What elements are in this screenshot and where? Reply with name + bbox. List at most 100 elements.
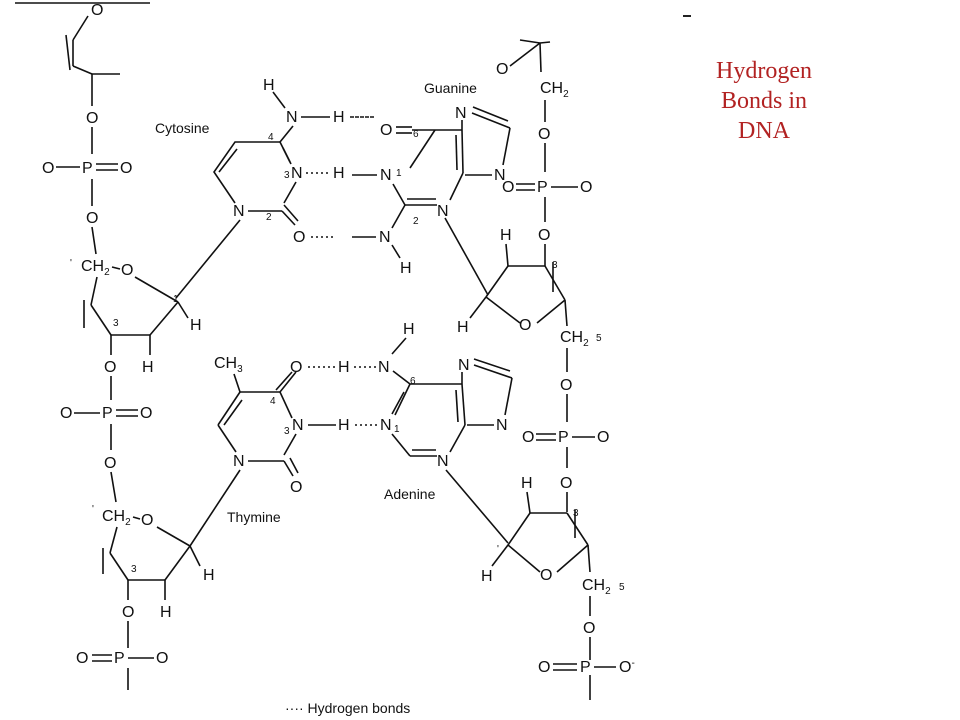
ring-number: 5 <box>619 582 625 593</box>
slide-title: Hydrogen Bonds in DNA <box>664 56 864 146</box>
atom-O: O <box>91 2 103 19</box>
atom-O: O <box>560 475 572 492</box>
ring-number: 1 <box>173 294 179 305</box>
atom-O: O <box>380 122 392 139</box>
cytosine-base: Cytosine H N H 4 3 N H 2 N O <box>155 77 375 299</box>
atom-O: O <box>538 659 550 676</box>
atom-O: O <box>122 604 134 621</box>
atom-N: N <box>233 453 245 470</box>
atom-N: N <box>458 357 470 374</box>
atom-O: O <box>86 210 98 227</box>
atom-O: O <box>583 620 595 637</box>
atom-P: P <box>114 650 125 667</box>
corner-mark <box>683 15 691 17</box>
atom-O: O <box>290 359 302 376</box>
atom-H: H <box>203 567 215 584</box>
atom-N: N <box>379 229 391 246</box>
ring-number: ' <box>92 504 94 515</box>
atom-H: H <box>338 359 350 376</box>
atom-N: N <box>286 109 298 126</box>
atom-H: H <box>403 321 415 338</box>
atom-O: O <box>538 227 550 244</box>
atom-H: H <box>333 109 345 126</box>
atom-N: N <box>380 167 392 184</box>
atom-CH2: CH2 <box>540 80 569 100</box>
atom-CH2: CH2 <box>81 258 110 278</box>
atom-O: O <box>140 405 152 422</box>
atom-P: P <box>580 659 591 676</box>
atom-N: N <box>378 359 390 376</box>
atom-CH2: CH2 <box>102 508 131 528</box>
atom-O: O <box>121 262 133 279</box>
atom-O: O <box>522 429 534 446</box>
atom-O: O <box>86 110 98 127</box>
atom-H: H <box>160 604 172 621</box>
atom-P: P <box>102 405 113 422</box>
atom-O: O <box>502 179 514 196</box>
atom-H: H <box>400 260 412 277</box>
atom-CH2: CH2 <box>560 329 589 349</box>
atom-N: N <box>496 417 508 434</box>
atom-N: N <box>494 167 506 184</box>
atom-O: O <box>580 179 592 196</box>
atom-CH3: CH3 <box>214 355 243 375</box>
atom-N: N <box>437 203 449 220</box>
atom-O: O <box>597 429 609 446</box>
atom-O: O <box>540 567 552 584</box>
ring-number: 3 <box>284 170 290 181</box>
ring-number: 4 <box>268 132 274 143</box>
atom-H: H <box>521 475 533 492</box>
title-line-1: Hydrogen <box>716 58 812 84</box>
atom-N: N <box>233 203 245 220</box>
ring-number: 4 <box>270 396 276 407</box>
atom-O: O <box>538 126 550 143</box>
title-line-3: DNA <box>738 118 790 144</box>
atom-O: O <box>156 650 168 667</box>
guanine-label: Guanine <box>424 80 477 96</box>
atom-O: O <box>104 359 116 376</box>
ring-number: 3 <box>573 508 579 519</box>
ring-number: 6 <box>410 376 416 387</box>
atom-O: O <box>560 377 572 394</box>
atom-O: O <box>60 405 72 422</box>
atom-H: H <box>457 319 469 336</box>
ring-number: 3 <box>552 260 558 271</box>
atom-N: N <box>437 453 449 470</box>
atom-H: H <box>481 568 493 585</box>
ring-number: 3 <box>113 318 119 329</box>
atom-N: N <box>455 105 467 122</box>
atom-O: O <box>519 317 531 334</box>
ring-number: 1 <box>396 168 402 179</box>
hydrogen-bonds-legend: ···· Hydrogen bonds <box>285 700 410 716</box>
atom-O: O <box>141 512 153 529</box>
atom-H: H <box>338 417 350 434</box>
right-backbone: O CH2 O O P O O H 3 <box>457 39 635 700</box>
left-backbone: O O O P O O ' CH2 O 1 <box>15 2 215 690</box>
ring-number: ' <box>70 258 72 269</box>
ring-number: 5 <box>596 333 602 344</box>
atom-CH2: CH2 <box>582 577 611 597</box>
atom-O-minus: O- <box>619 658 635 676</box>
atom-H: H <box>263 77 275 94</box>
cytosine-label: Cytosine <box>155 120 210 136</box>
ring-number: 3 <box>284 426 290 437</box>
atom-P: P <box>82 160 93 177</box>
atom-O: O <box>120 160 132 177</box>
atom-N: N <box>380 417 392 434</box>
atom-N: N <box>292 417 304 434</box>
adenine-label: Adenine <box>384 486 436 502</box>
atom-H: H <box>142 359 154 376</box>
atom-P: P <box>558 429 569 446</box>
atom-P: P <box>537 179 548 196</box>
atom-N: N <box>291 165 303 182</box>
atom-O: O <box>42 160 54 177</box>
atom-O: O <box>290 479 302 496</box>
adenine-base: H N 6 N 1 N N N <box>354 321 513 544</box>
dna-structure-diagram: O O O P O O ' CH2 O 1 <box>15 2 635 716</box>
atom-O: O <box>76 650 88 667</box>
atom-O: O <box>293 229 305 246</box>
atom-O: O <box>104 455 116 472</box>
ring-number: 1 <box>394 424 400 435</box>
thymine-label: Thymine <box>227 509 281 525</box>
